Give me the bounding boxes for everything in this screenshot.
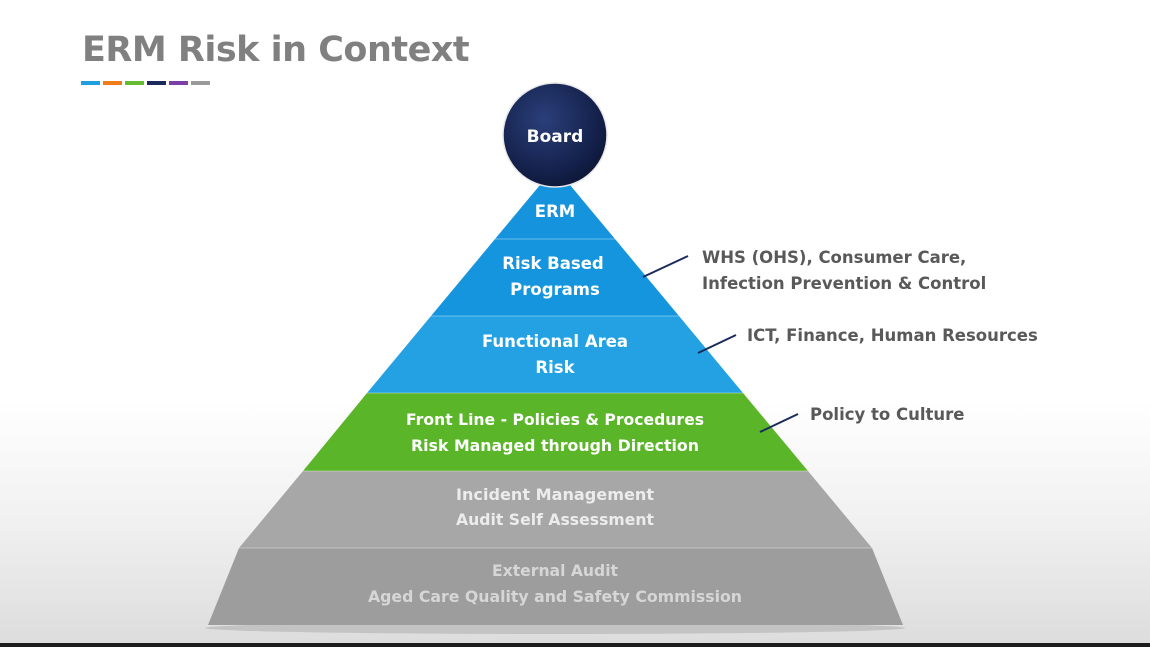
title-accent-bar <box>81 81 210 85</box>
annotation-functional-area: ICT, Finance, Human Resources <box>747 323 1038 349</box>
level-external-audit <box>208 548 903 625</box>
accent-segment-orange <box>103 81 122 85</box>
annotation-functional-area-line1: ICT, Finance, Human Resources <box>747 326 1038 345</box>
level-incident-management-label-line2: Audit Self Assessment <box>456 510 654 529</box>
board-circle <box>502 82 608 188</box>
connector-front-line <box>759 413 799 433</box>
accent-segment-navy <box>147 81 166 85</box>
level-incident-management <box>239 471 872 548</box>
bottom-edge-bar <box>0 643 1150 647</box>
annotation-front-line-line1: Policy to Culture <box>810 405 965 424</box>
level-front-line-label-line2: Risk Managed through Direction <box>411 436 699 455</box>
accent-segment-purple <box>169 81 188 85</box>
annotation-front-line: Policy to Culture <box>810 402 964 428</box>
connector-functional-area <box>697 334 737 354</box>
level-erm <box>495 185 615 239</box>
accent-segment-blue <box>81 81 100 85</box>
annotation-risk-programs-line1: WHS (OHS), Consumer Care, <box>702 248 967 267</box>
level-front-line-label-line1: Front Line - Policies & Procedures <box>406 410 704 429</box>
level-functional-area-risk <box>367 316 743 393</box>
level-incident-management-label-line1: Incident Management <box>456 485 654 504</box>
apex-label: Board <box>527 127 584 147</box>
slide-title: ERM Risk in Context <box>82 30 470 70</box>
level-risk-based-programs-label-line2: Programs <box>510 280 600 299</box>
level-front-line <box>303 393 808 471</box>
connector-risk-based-programs <box>642 255 689 278</box>
level-separators <box>239 238 872 549</box>
accent-segment-gray <box>191 81 210 85</box>
level-risk-based-programs <box>431 239 679 316</box>
level-external-audit-label-line1: External Audit <box>492 561 618 580</box>
level-risk-based-programs-label-line1: Risk Based <box>502 254 603 273</box>
annotation-risk-programs: WHS (OHS), Consumer Care, Infection Prev… <box>702 245 986 297</box>
level-functional-area-label-line2: Risk <box>535 358 575 377</box>
level-external-audit-label-line2: Aged Care Quality and Safety Commission <box>368 587 742 606</box>
annotation-connectors <box>642 255 799 433</box>
level-erm-label: ERM <box>535 202 575 221</box>
level-functional-area-label-line1: Functional Area <box>482 332 628 351</box>
accent-segment-green <box>125 81 144 85</box>
annotation-risk-programs-line2: Infection Prevention & Control <box>702 274 987 293</box>
